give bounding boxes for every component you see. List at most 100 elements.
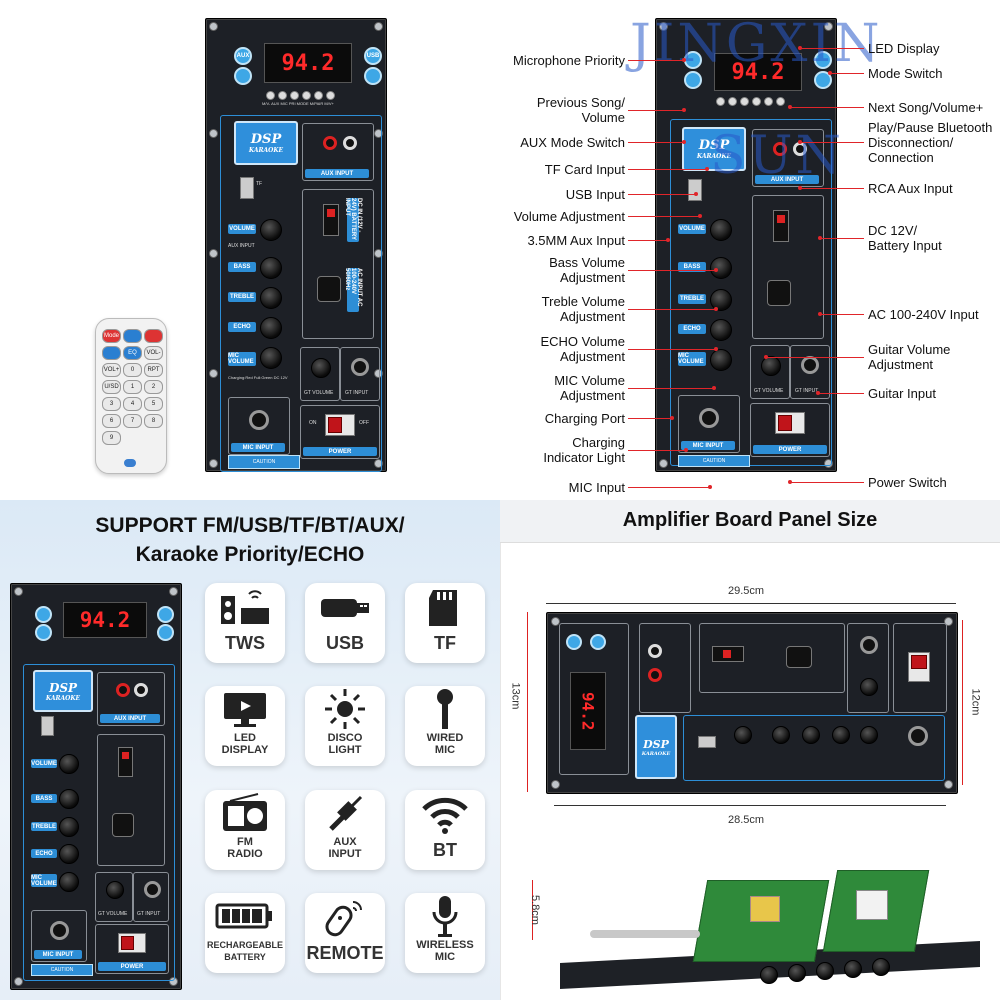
aux-button[interactable] — [35, 606, 52, 623]
rca-left-jack[interactable] — [116, 683, 130, 697]
bass-knob[interactable] — [710, 257, 732, 279]
gt-input-jack[interactable] — [144, 881, 161, 898]
volume-knob[interactable] — [59, 754, 79, 774]
mic-pri-button[interactable] — [740, 97, 749, 106]
gt-volume-knob[interactable] — [311, 358, 331, 378]
mic-priority-button[interactable] — [35, 624, 52, 641]
usb-port[interactable] — [688, 179, 702, 201]
rca-right-jack[interactable] — [648, 644, 662, 658]
bass-knob[interactable] — [59, 789, 79, 809]
gt-input-jack[interactable] — [351, 358, 369, 376]
gt-volume-knob[interactable] — [761, 356, 781, 376]
bass-knob[interactable] — [772, 726, 790, 744]
mic-volume-knob[interactable] — [260, 347, 282, 369]
aux-small-button[interactable] — [728, 97, 737, 106]
mic-input-jack[interactable] — [50, 921, 69, 940]
volume-knob[interactable] — [734, 726, 752, 744]
usb-button[interactable]: USB — [364, 47, 382, 65]
remote-key[interactable] — [102, 346, 121, 360]
remote-key[interactable]: 5 — [144, 397, 163, 411]
echo-knob[interactable] — [59, 844, 79, 864]
ac-socket[interactable] — [786, 646, 812, 668]
remote-key[interactable]: VOL+ — [102, 363, 121, 377]
aux-button[interactable] — [566, 634, 582, 650]
mic-input-jack[interactable] — [908, 726, 928, 746]
treble-knob[interactable] — [802, 726, 820, 744]
gt-volume-knob[interactable] — [106, 881, 124, 899]
remote-key[interactable]: 4 — [123, 397, 142, 411]
mic-volume-knob[interactable] — [860, 726, 878, 744]
mode-button[interactable] — [364, 67, 382, 85]
volume-knob[interactable] — [710, 219, 732, 241]
remote-key[interactable]: 9 — [102, 431, 121, 445]
mode-button[interactable] — [157, 624, 174, 641]
power-switch[interactable] — [908, 652, 930, 682]
echo-knob[interactable] — [260, 317, 282, 339]
mic-volume-knob[interactable] — [710, 349, 732, 371]
remote-key[interactable]: 3 — [102, 397, 121, 411]
mic-priority-button[interactable] — [590, 634, 606, 650]
mic-input-jack[interactable] — [249, 410, 269, 430]
usb-port[interactable] — [698, 736, 716, 748]
remote-key[interactable]: Mode — [102, 329, 121, 343]
prev-button[interactable] — [266, 91, 275, 100]
mic-priority-button[interactable] — [234, 67, 252, 85]
power-switch[interactable] — [325, 414, 355, 436]
mic-pri-button[interactable] — [290, 91, 299, 100]
rca-right-jack[interactable] — [134, 683, 148, 697]
power-switch[interactable] — [775, 412, 805, 434]
usb-port[interactable] — [41, 716, 54, 736]
ac-socket[interactable] — [112, 813, 134, 837]
rca-left-jack[interactable] — [323, 136, 337, 150]
mic-input-jack[interactable] — [699, 408, 719, 428]
battery-terminal[interactable] — [773, 210, 789, 242]
remote-key[interactable]: 6 — [102, 414, 121, 428]
play-pair-button[interactable] — [314, 91, 323, 100]
rca-left-jack[interactable] — [648, 668, 662, 682]
next-button[interactable] — [326, 91, 335, 100]
ac-socket[interactable] — [767, 280, 791, 306]
mode-small-button[interactable] — [302, 91, 311, 100]
remote-key[interactable] — [123, 329, 142, 343]
play-pair-button[interactable] — [764, 97, 773, 106]
aux-button[interactable]: AUX — [234, 47, 252, 65]
next-button[interactable] — [776, 97, 785, 106]
usb-button[interactable] — [814, 71, 832, 89]
usb-port[interactable] — [240, 177, 254, 199]
remote-key[interactable]: 0 — [123, 363, 142, 377]
aux-button[interactable] — [684, 71, 702, 89]
battery-terminal[interactable] — [323, 204, 339, 236]
treble-knob[interactable] — [59, 817, 79, 837]
echo-knob[interactable] — [832, 726, 850, 744]
rca-right-jack[interactable] — [343, 136, 357, 150]
ac-socket[interactable] — [317, 276, 341, 302]
prev-button[interactable] — [716, 97, 725, 106]
bass-knob[interactable] — [260, 257, 282, 279]
battery-terminal[interactable] — [118, 747, 133, 777]
gt-input-jack[interactable] — [801, 356, 819, 374]
mode-button[interactable] — [814, 51, 832, 69]
mic-volume-knob[interactable] — [59, 872, 79, 892]
echo-knob[interactable] — [710, 319, 732, 341]
usb-button[interactable] — [157, 606, 174, 623]
remote-key[interactable] — [144, 329, 163, 343]
aux-small-button[interactable] — [278, 91, 287, 100]
treble-knob[interactable] — [710, 289, 732, 311]
rca-left-jack[interactable] — [773, 142, 787, 156]
volume-knob[interactable] — [260, 219, 282, 241]
remote-key[interactable]: 8 — [144, 414, 163, 428]
power-switch[interactable] — [118, 933, 146, 953]
treble-knob[interactable] — [260, 287, 282, 309]
gt-volume-knob[interactable] — [860, 678, 878, 696]
remote-key[interactable]: VOL- — [144, 346, 163, 360]
gt-input-jack[interactable] — [860, 636, 878, 654]
battery-terminal[interactable] — [712, 646, 744, 662]
remote-key[interactable]: EQ — [123, 346, 142, 360]
remote-key[interactable]: 1 — [123, 380, 142, 394]
remote-key[interactable]: U/SD — [102, 380, 121, 394]
remote-key[interactable]: 7 — [123, 414, 142, 428]
mode-small-button[interactable] — [752, 97, 761, 106]
remote-key[interactable]: 2 — [144, 380, 163, 394]
remote-key[interactable]: RPT — [144, 363, 163, 377]
aux-input-label: AUX INPUT — [755, 175, 819, 184]
